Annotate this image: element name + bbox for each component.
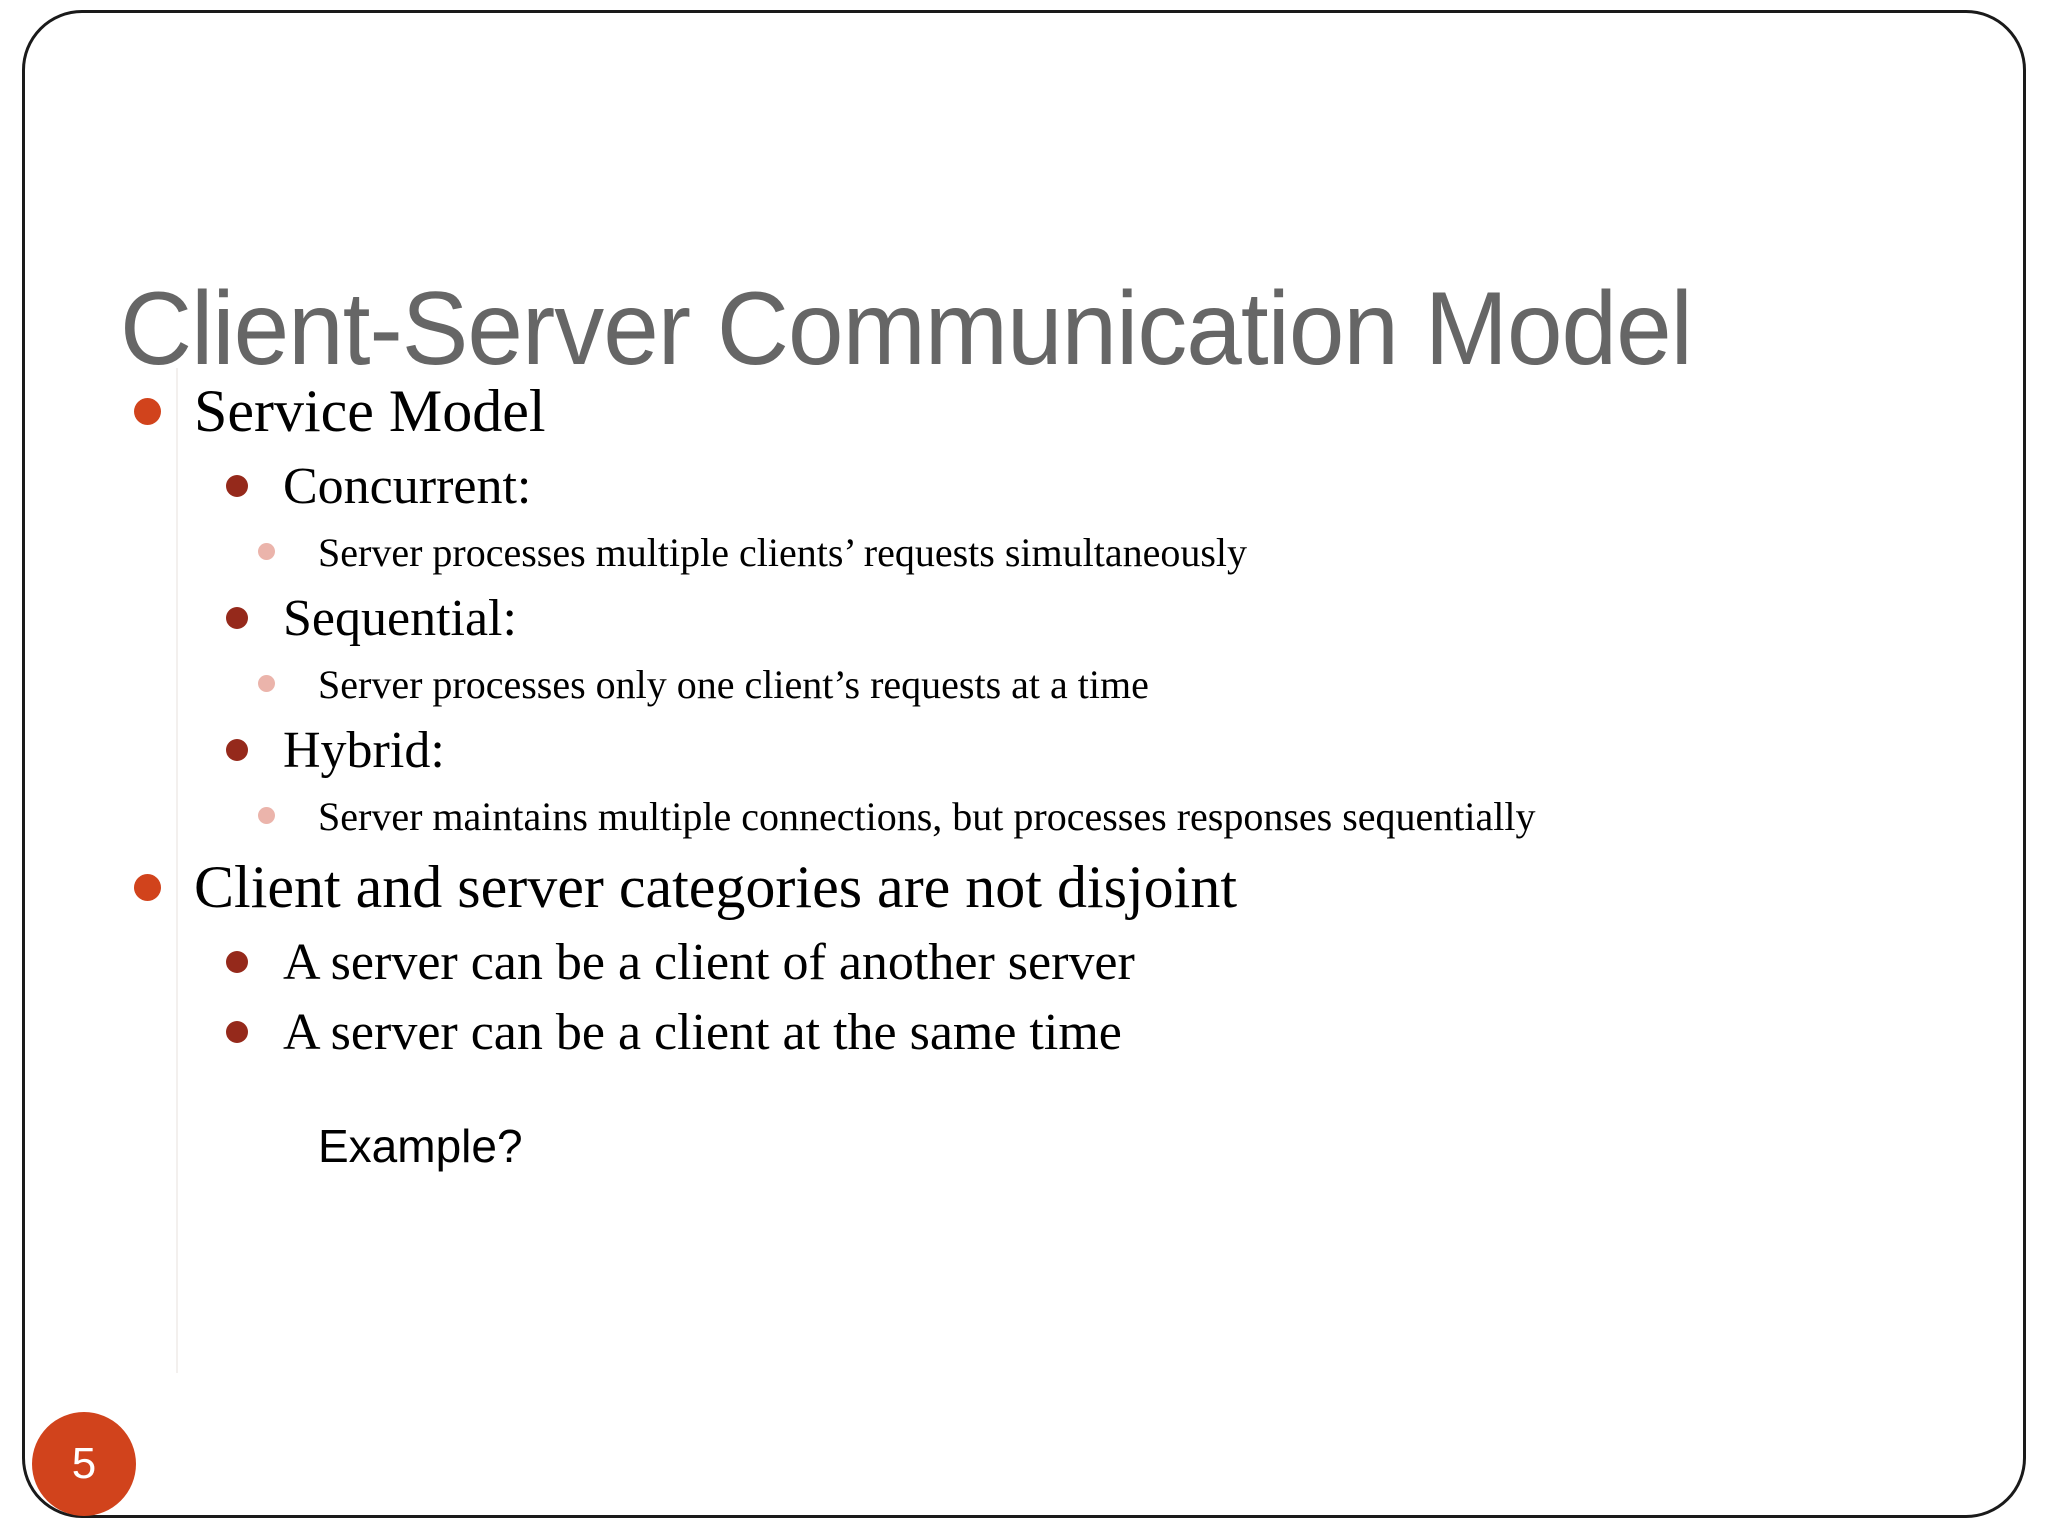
page-title: Client-Server Communication Model [120, 270, 1693, 387]
list-item: Sequential: [118, 584, 1978, 654]
bullet-dot-icon [226, 951, 248, 973]
bullet-dot-icon [258, 543, 275, 560]
list-item: Server maintains multiple connections, b… [118, 786, 1978, 848]
bullet-dot-icon [226, 1021, 248, 1043]
bullet-dot-icon [134, 398, 161, 425]
list-item: Server processes multiple clients’ reque… [118, 522, 1978, 584]
list-item-label: Server maintains multiple connections, b… [318, 794, 1536, 839]
bullet-dot-icon [226, 739, 248, 761]
page-number-badge: 5 [32, 1412, 136, 1516]
list-item: Service Model [118, 372, 1978, 450]
bullet-dot-icon [258, 675, 275, 692]
list-item-label: A server can be a client at the same tim… [283, 1004, 1122, 1061]
list-item-label: A server can be a client of another serv… [283, 934, 1135, 991]
body-vertical-rule [176, 368, 178, 1373]
list-item: Server processes only one client’s reque… [118, 654, 1978, 716]
list-item: Concurrent: [118, 452, 1978, 522]
list-spacer [118, 1068, 1978, 1114]
list-item-label: Concurrent: [283, 458, 532, 515]
list-item-label: Server processes multiple clients’ reque… [318, 530, 1248, 575]
note-row: Example? [118, 1114, 1978, 1178]
list-item-label: Example? [318, 1120, 523, 1172]
list-item-label: Sequential: [283, 590, 517, 647]
bullet-dot-icon [258, 807, 275, 824]
list-item-label: Hybrid: [283, 722, 445, 779]
list-item-label: Client and server categories are not dis… [194, 854, 1237, 920]
list-item-label: Service Model [194, 378, 546, 444]
list-item-label: Server processes only one client’s reque… [318, 662, 1149, 707]
bullet-dot-icon [226, 475, 248, 497]
list-item: Hybrid: [118, 716, 1978, 786]
list-item: A server can be a client of another serv… [118, 928, 1978, 998]
list-item: A server can be a client at the same tim… [118, 998, 1978, 1068]
bullet-dot-icon [134, 874, 161, 901]
list-item: Client and server categories are not dis… [118, 848, 1978, 926]
bullet-dot-icon [226, 607, 248, 629]
